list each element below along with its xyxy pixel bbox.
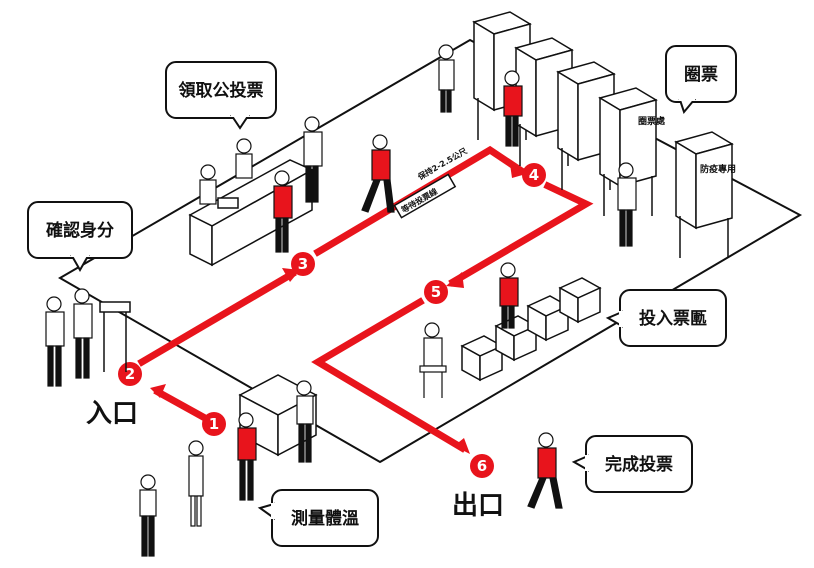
callout-text: 投入票匭 bbox=[639, 308, 707, 329]
step-number: 3 bbox=[298, 255, 308, 273]
entrance-label: 入口 bbox=[86, 399, 138, 429]
step-marker-3: 3 bbox=[291, 252, 315, 276]
person-temperature-visitor bbox=[237, 412, 257, 501]
person-booth-staff bbox=[617, 162, 637, 247]
step-marker-4: 4 bbox=[522, 163, 546, 187]
step-marker-5: 5 bbox=[424, 280, 448, 304]
person-temperature-staff bbox=[296, 380, 314, 463]
voting-route bbox=[137, 145, 594, 453]
callout-measure-temperature: 測量體溫 bbox=[257, 489, 379, 547]
person-voter-exiting bbox=[527, 432, 563, 509]
callout-text: 測量體溫 bbox=[291, 508, 359, 529]
person-voter-receiving bbox=[273, 170, 293, 253]
exit-label: 出口 bbox=[452, 491, 504, 521]
arrowhead-to-2 bbox=[150, 384, 166, 398]
route-segment-3-4 bbox=[313, 145, 525, 257]
callout-text: 圈票 bbox=[684, 65, 718, 85]
person-queue bbox=[188, 440, 204, 527]
people bbox=[45, 44, 637, 557]
person-ballot-staff bbox=[235, 138, 253, 179]
ballot-boxes bbox=[460, 277, 602, 382]
person-ballot-staff bbox=[199, 164, 217, 205]
step-marker-6: 6 bbox=[470, 454, 494, 478]
step-number: 6 bbox=[477, 457, 487, 475]
voting-booth bbox=[556, 61, 616, 190]
route-segment-1-2 bbox=[153, 387, 210, 423]
step-number: 4 bbox=[529, 166, 539, 184]
epidemic-booth-label: 防疫專用 bbox=[700, 163, 736, 175]
person-voter-casting bbox=[499, 262, 519, 329]
step-number: 1 bbox=[209, 415, 219, 433]
step-marker-1: 1 bbox=[202, 412, 226, 436]
step-marker-2: 2 bbox=[118, 362, 142, 386]
person-voter-in-booth bbox=[503, 70, 523, 147]
epidemic-voting-booth bbox=[674, 131, 734, 258]
callout-receive-ballot: 領取公投票 bbox=[165, 61, 277, 130]
route-segment-2-3 bbox=[137, 269, 297, 367]
person-booth-staff bbox=[438, 44, 455, 113]
person-identity-staff bbox=[73, 288, 93, 379]
person-seated-supervisor bbox=[419, 322, 447, 398]
callout-ballot-box-area: 投入票匭 bbox=[605, 289, 727, 347]
callout-mark-ballot: 圈票 bbox=[665, 45, 737, 115]
arrowhead-to-4 bbox=[510, 164, 526, 178]
step-number: 5 bbox=[431, 283, 441, 301]
person-queue bbox=[139, 474, 157, 557]
voting-booths bbox=[472, 11, 734, 258]
callout-text: 確認身分 bbox=[46, 220, 114, 241]
callout-verify-identity: 確認身分 bbox=[27, 201, 133, 273]
arrowhead-to-6 bbox=[454, 438, 470, 454]
person-ballot-staff bbox=[303, 116, 323, 203]
arrowhead-to-5 bbox=[446, 272, 464, 288]
callout-finish-voting: 完成投票 bbox=[571, 435, 693, 493]
callout-text: 完成投票 bbox=[605, 454, 673, 475]
route-segment-5-6 bbox=[311, 297, 467, 453]
ballot-box bbox=[460, 335, 504, 382]
ballot-box bbox=[558, 277, 602, 324]
identity-check-stand bbox=[99, 301, 131, 372]
step-number: 2 bbox=[125, 365, 135, 383]
route-segment-4-5 bbox=[448, 181, 594, 287]
booth-label: 圈票處 bbox=[638, 115, 666, 127]
person-voter-walking bbox=[361, 134, 395, 213]
person-identity-staff bbox=[45, 296, 65, 387]
callout-text: 領取公投票 bbox=[179, 80, 264, 101]
